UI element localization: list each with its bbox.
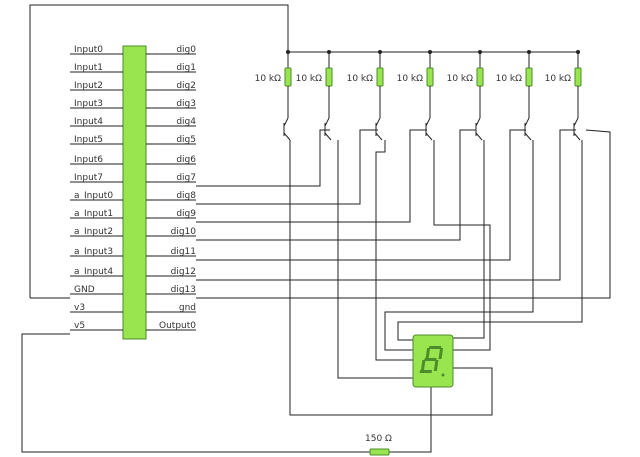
junction-dot [527,50,531,54]
transistor-collector [475,117,481,127]
junction-dot [428,50,432,54]
pullup-resistor [525,67,533,87]
transistor-emitter [475,132,483,141]
wire-seg-b [337,140,413,379]
wire-dig7 [196,129,330,187]
left-pin-label: Input7 [74,173,103,183]
pullup-label: 10 kΩ [397,74,424,84]
left-pin-label: Input0 [74,45,103,55]
junction-dot [478,50,482,54]
transistor-emitter [283,132,291,141]
wire-seg-c [375,140,413,361]
wire-dig9 [196,129,427,223]
pullup-resistor [476,67,484,87]
mcu-left-pins: Input0Input1Input2Input3Input4Input5Inpu… [70,45,123,331]
pullup-label: 10 kΩ [545,74,572,84]
pullup-resistor [574,67,582,87]
pullup-resistor [325,67,333,87]
right-pin-label: dig11 [171,247,196,257]
right-pin-label: dig2 [176,81,196,91]
wire-seg-e [453,140,485,339]
right-pin-label: dig9 [176,209,196,219]
junction-dot [286,50,290,54]
left-pin-label: a_Input0 [74,191,113,201]
wire-dig12 [196,129,576,281]
left-pin-label: GND [74,285,95,295]
transistor-collector [425,117,431,127]
right-pin-label: dig5 [176,135,196,145]
pullup-resistor [376,67,384,87]
transistor-array [283,117,581,141]
left-pin-label: Input4 [74,117,103,127]
right-pin-label: dig1 [176,63,196,73]
series-resistor [369,448,390,456]
junction-dot [378,50,382,54]
right-pin-label: dig3 [176,99,196,109]
pullup-label: 10 kΩ [347,74,374,84]
right-pin-label: dig7 [176,173,196,183]
transistor-emitter [573,132,581,141]
junction-dot [327,50,331,54]
right-pin-label: dig6 [176,155,196,165]
left-pin-label: a_Input1 [74,209,113,219]
wire-seg-d [433,140,491,351]
right-pin-label: dig8 [176,191,196,201]
left-pin-label: v3 [74,303,85,313]
right-pin-label: dig0 [176,45,196,55]
left-pin-label: Input6 [74,155,103,165]
right-pin-label: dig4 [176,117,196,127]
decimal-point-icon [441,373,445,377]
wire-seg-g [397,140,583,341]
transistor-emitter [524,132,532,141]
wire-seg-a [289,140,493,416]
left-pin-label: a_Input2 [74,227,113,237]
ground-loop-wire [29,4,580,298]
wire-dig11 [196,129,526,261]
wire-junctions [286,50,580,54]
right-pin-label: gnd [179,303,196,313]
pullup-resistor-array: 10 kΩ 10 kΩ 10 kΩ 10 kΩ 10 kΩ 10 kΩ 10 kΩ [255,52,582,118]
pullup-label: 10 kΩ [496,74,523,84]
transistor-emitter [324,132,332,141]
left-pin-label: v5 [74,321,85,331]
left-pin-label: a_Input4 [74,267,113,277]
wire-seg-f [384,140,534,351]
left-pin-label: Input1 [74,63,103,73]
pullup-resistor [284,67,292,87]
transistor-collector [524,117,530,127]
right-pin-label: dig13 [171,285,196,295]
left-pin-label: a_Input3 [74,247,113,257]
transistor-emitter [425,132,433,141]
pullup-label: 10 kΩ [447,74,474,84]
transistor-collector [573,117,579,127]
seven-segment-display[interactable] [412,334,454,388]
wire-dig10 [196,129,476,241]
junction-dot [576,50,580,54]
transistor-collector [324,117,330,127]
display-digit-8-icon [419,346,444,373]
gnd-bottom-wire [30,129,611,299]
right-pin-label: dig12 [171,267,196,277]
wire-dig8 [196,129,378,205]
pullup-label: 10 kΩ [255,74,282,84]
left-pin-label: Input5 [74,135,103,145]
microcontroller-body[interactable] [122,45,147,340]
transistor-collector [283,117,289,127]
pullup-label: 10 kΩ [296,74,323,84]
left-pin-label: Input3 [74,99,103,109]
supply-wire [21,333,432,453]
right-pin-label: Output0 [159,321,196,331]
transistor-emitter [375,132,383,141]
transistor-collector [375,117,381,127]
right-pin-label: dig10 [171,227,197,237]
series-resistor-label: 150 Ω [365,434,392,444]
mcu-right-pins: dig0 dig1 dig2 dig3 dig4 dig5 dig6 dig7 dig8 dig9… [146,45,196,331]
pullup-resistor [426,67,434,87]
left-pin-label: Input2 [74,81,103,91]
